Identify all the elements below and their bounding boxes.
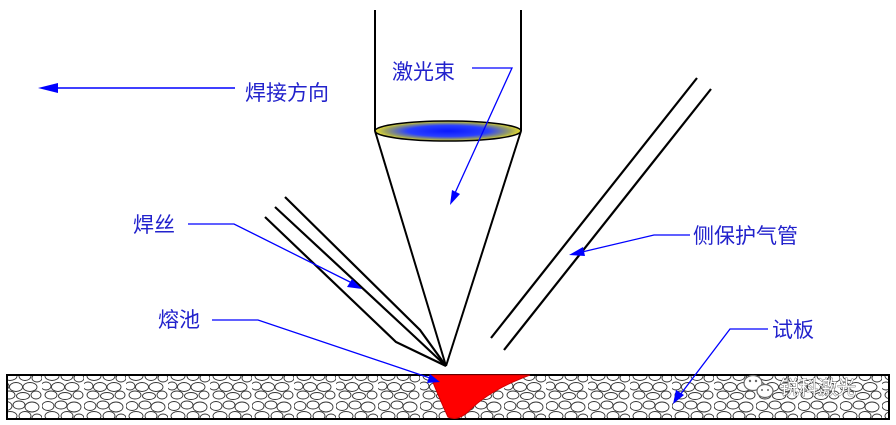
- test-plate-label: 试板: [772, 318, 814, 342]
- welding-direction-label: 焊接方向: [245, 81, 329, 105]
- laser-beam-label: 激光束: [392, 60, 455, 84]
- side-gas-tube-label: 侧保护气管: [693, 224, 798, 248]
- welding-wire: [264, 196, 447, 367]
- watermark-text: 锐科激光: [780, 377, 856, 399]
- molten-pool: [429, 374, 531, 419]
- laser-beam-cone: [374, 130, 522, 367]
- molten-pool-label: 熔池: [158, 308, 200, 332]
- welding-direction-arrow: [38, 83, 235, 93]
- side-gas-tube: [490, 77, 712, 351]
- test-plate-leader: [673, 328, 768, 404]
- focusing-lens: [374, 120, 522, 142]
- side-gas-tube-leader: [569, 234, 690, 256]
- watermark: 锐科激光: [743, 374, 856, 399]
- wire-label: 焊丝: [133, 213, 175, 237]
- laser-head: [374, 10, 522, 131]
- wire-leader: [188, 223, 362, 289]
- molten-pool-leader: [212, 319, 440, 383]
- wechat-icon: [743, 374, 774, 399]
- laser-beam-leader: [450, 67, 514, 205]
